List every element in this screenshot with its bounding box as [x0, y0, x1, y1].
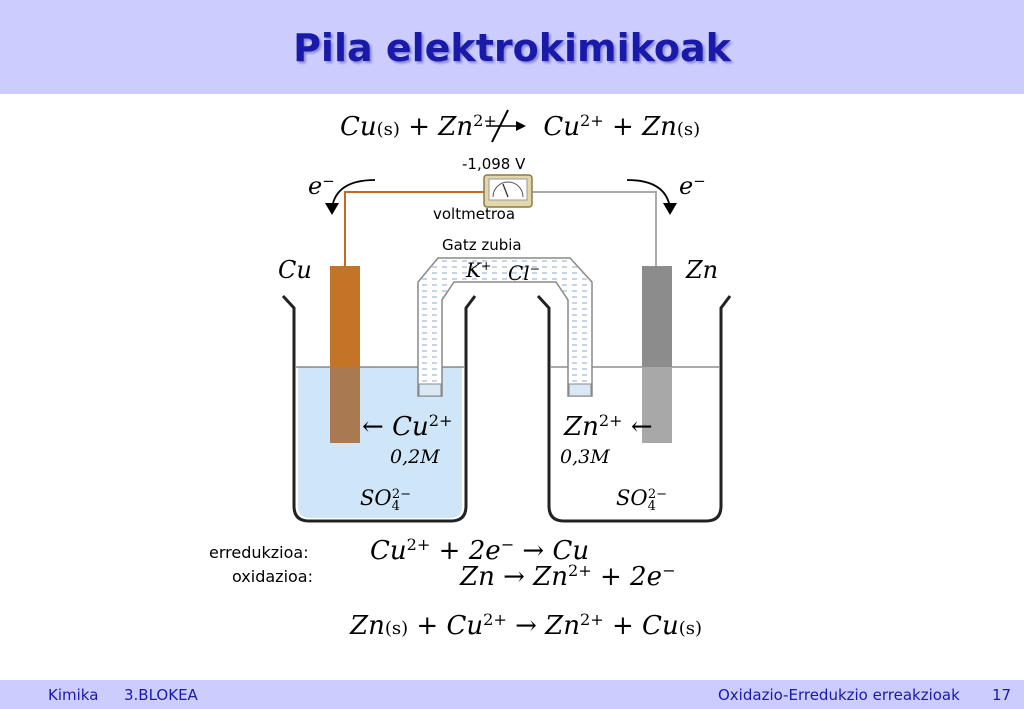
page-title: Pila elektrokimikoak — [293, 26, 731, 70]
electron-left: e− — [308, 171, 335, 200]
oxidation-equation: Zn → Zn2+ + 2e− — [460, 561, 676, 592]
zinc-wire — [528, 191, 657, 266]
electron-right: e− — [679, 171, 706, 200]
voltmeter-icon — [483, 174, 533, 208]
top-equation: Cu(s) + Zn2+ Cu2+ + Zn(s) — [340, 111, 701, 142]
copper-electrode-label: Cu — [278, 256, 312, 284]
zinc-electrode — [642, 266, 672, 367]
left-beaker — [281, 294, 477, 523]
copper-wire — [344, 191, 488, 266]
right-concentration: 0,3M — [560, 446, 610, 468]
reduction-equation: Cu2+ + 2e− → Cu — [370, 535, 590, 566]
salt-bridge-anion: Cl− — [508, 261, 541, 285]
copper-electrode — [330, 266, 360, 367]
salt-bridge-cation: K+ — [466, 258, 492, 282]
footer-block: 3.BLOKEA — [124, 686, 198, 704]
footer-page-number: 17 — [992, 686, 1012, 704]
zinc-electrode-label: Zn — [686, 256, 719, 284]
overall-equation: Zn(s) + Cu2+ → Zn2+ + Cu(s) — [350, 610, 702, 641]
left-cation: ← Cu2+ — [362, 411, 453, 442]
right-anion: SO42− — [616, 486, 668, 514]
salt-bridge-label: Gatz zubia — [442, 236, 522, 254]
left-anion: SO42− — [360, 486, 412, 514]
reduction-label: erredukzioa: — [209, 543, 309, 562]
oxidation-label: oxidazioa: — [232, 567, 313, 586]
footer-subject: Kimika — [48, 686, 99, 704]
footer-bar — [0, 680, 1024, 709]
voltmeter-label: voltmetroa — [433, 205, 516, 223]
voltmeter-reading: -1,098 V — [462, 155, 526, 173]
right-solution — [553, 367, 717, 518]
footer-topic: Oxidazio-Erredukzio erreakzioak — [718, 686, 960, 704]
right-beaker — [536, 294, 732, 523]
right-cation: Zn2+ ← — [564, 411, 653, 442]
left-concentration: 0,2M — [390, 446, 440, 468]
header-bar — [0, 0, 1024, 94]
